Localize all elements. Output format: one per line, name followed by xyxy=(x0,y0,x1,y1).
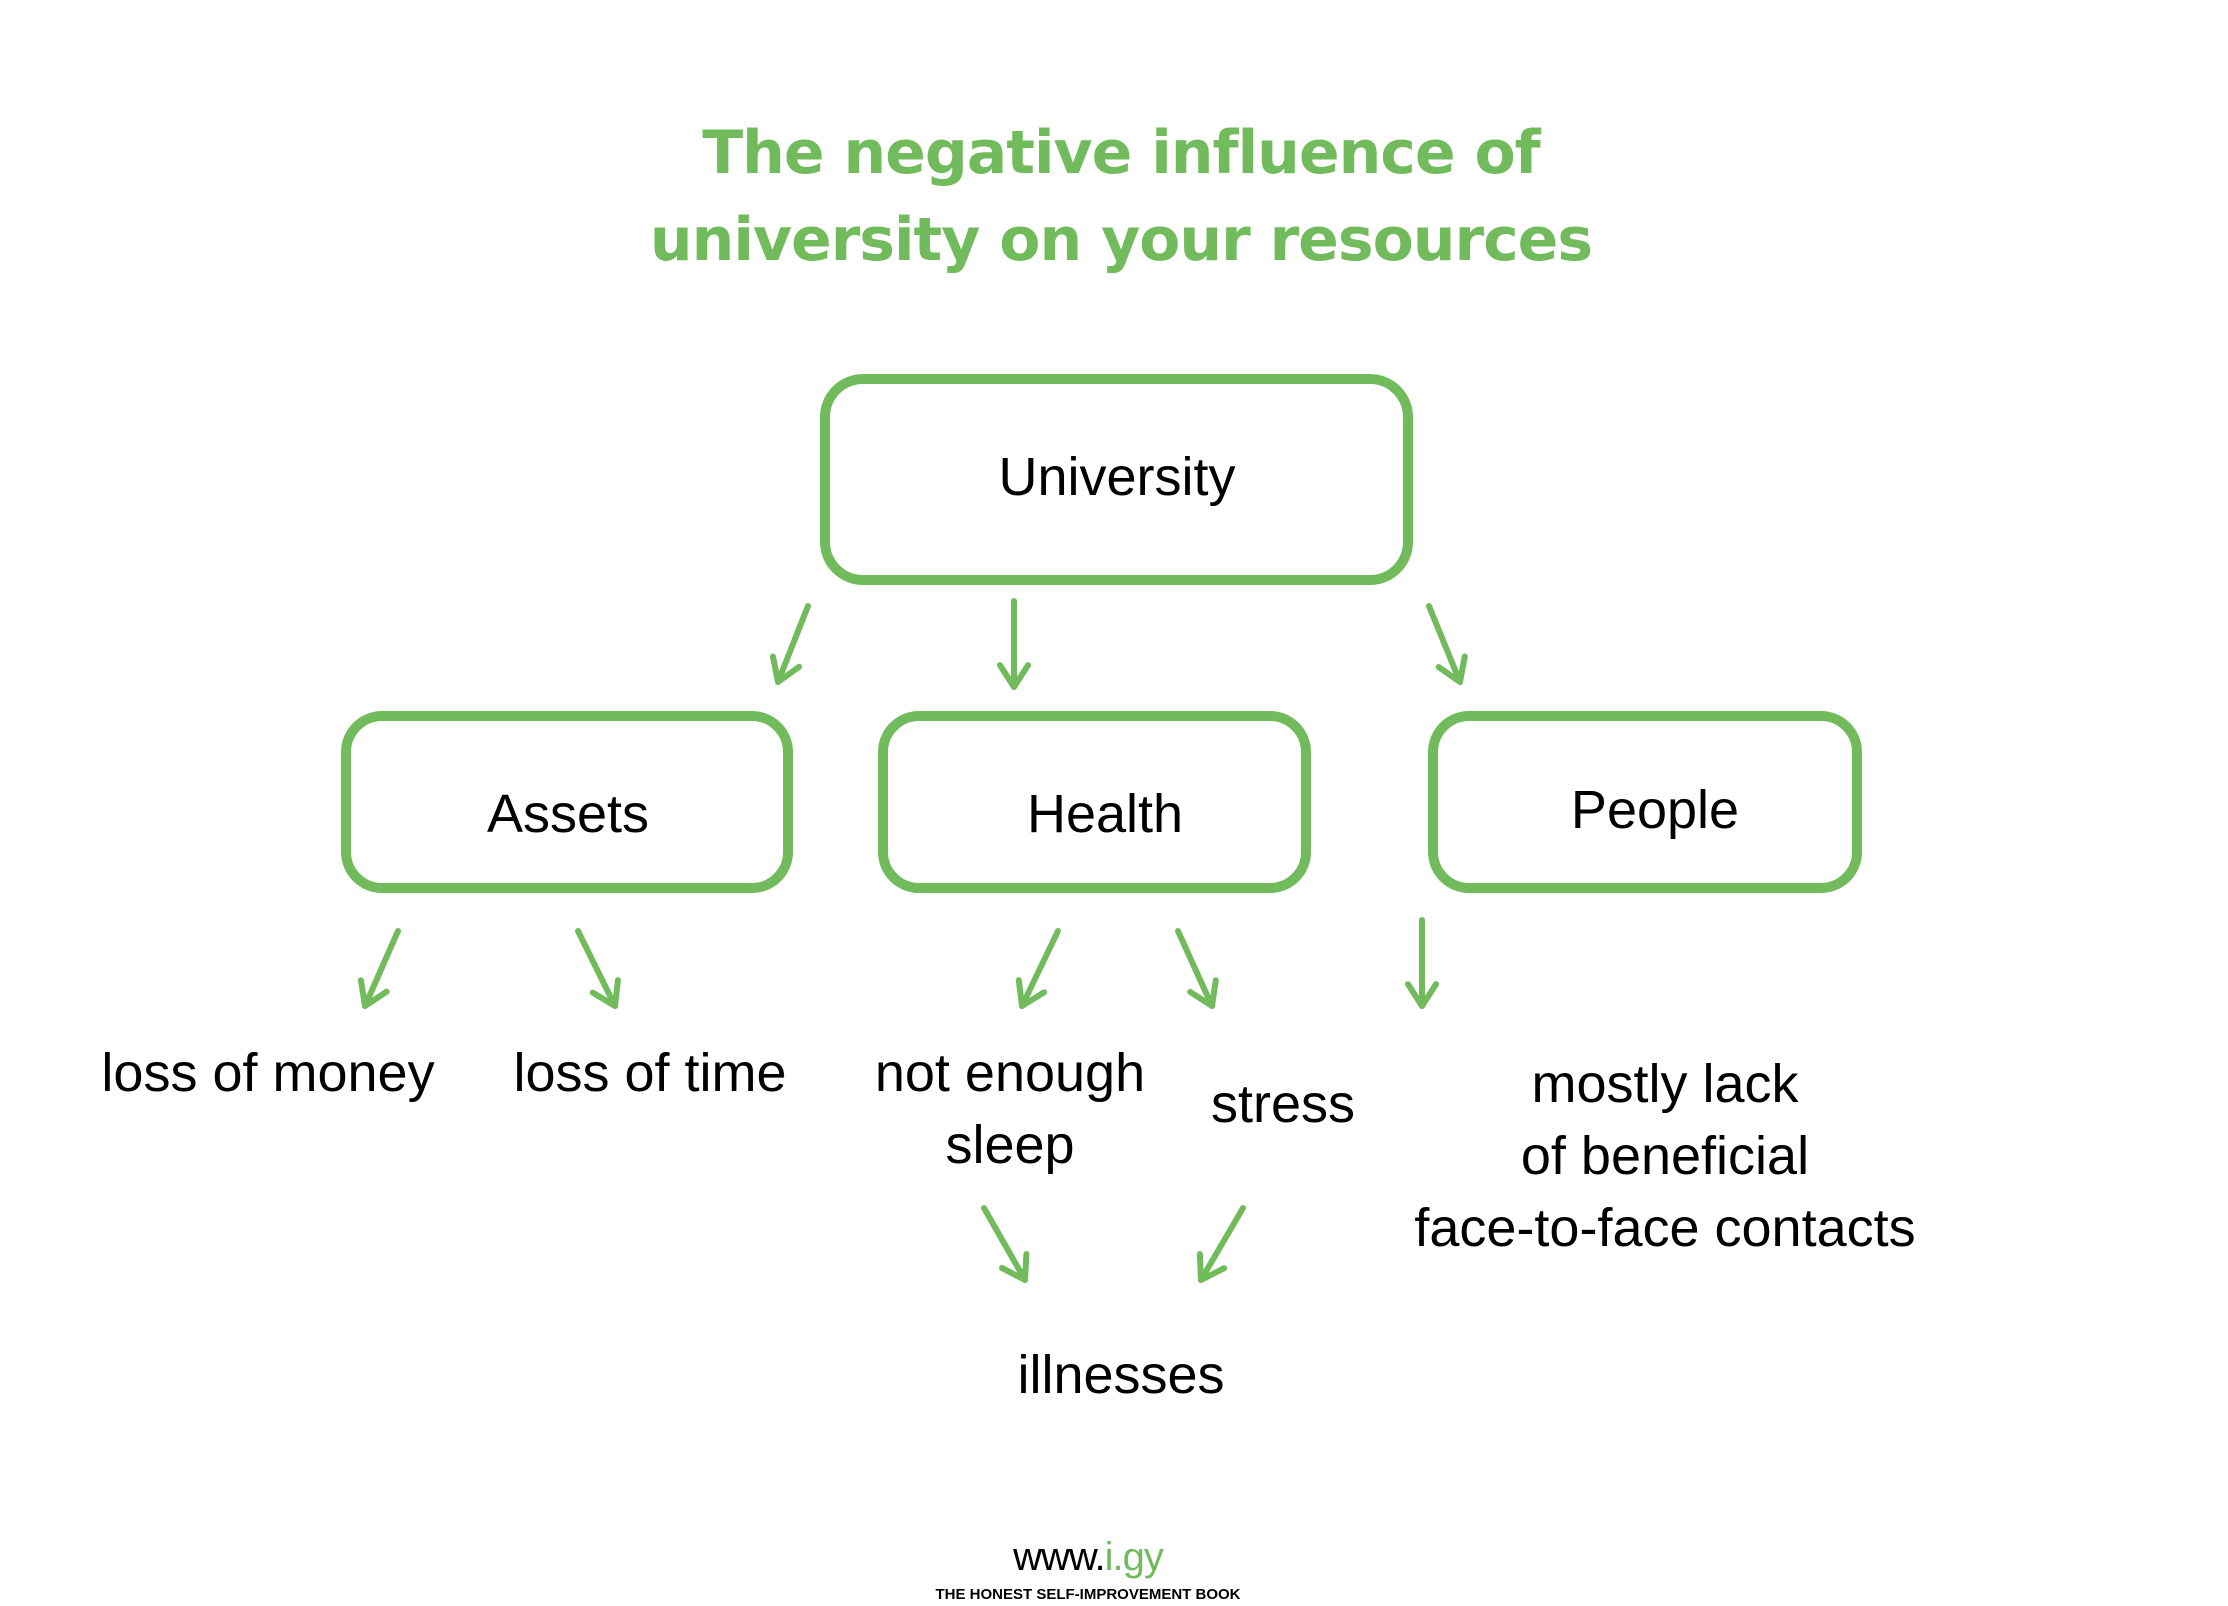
lack-of-contacts-line-3: face-to-face contacts xyxy=(1414,1198,1915,1258)
arrow-health-to-stress xyxy=(1175,928,1219,1009)
leaf-lack-of-contacts: mostly lack of beneficial face-to-face c… xyxy=(1414,1054,1915,1258)
arrow-head xyxy=(1015,977,1048,1009)
arrow-head xyxy=(1435,653,1468,685)
arrow-head xyxy=(1196,1251,1228,1283)
health-box xyxy=(878,711,1311,893)
health-label: Health xyxy=(1027,784,1183,844)
people-box xyxy=(1428,711,1862,893)
stress-label: stress xyxy=(1211,1074,1355,1134)
arrow-shaft xyxy=(1426,603,1463,685)
assets-box xyxy=(341,711,793,893)
arrow-shaft xyxy=(1175,928,1215,1009)
arrow-head xyxy=(998,1251,1030,1283)
arrow-head xyxy=(1187,977,1219,1009)
assets-label: Assets xyxy=(487,784,649,844)
arrow-head xyxy=(357,977,390,1009)
node-university: University xyxy=(820,374,1413,585)
arrow-people-to-lack-of-contacts xyxy=(1404,917,1440,1009)
tagline: THE HONEST SELF-IMPROVEMENT BOOK xyxy=(935,1586,1240,1603)
arrow-shaft xyxy=(575,928,618,1009)
url-prefix: www. xyxy=(1012,1535,1105,1579)
arrow-head xyxy=(769,653,803,685)
arrow-assets-to-loss-of-time xyxy=(575,928,621,1009)
leaf-loss-of-time: loss of time xyxy=(513,1043,786,1103)
leaf-illnesses: illnesses xyxy=(1017,1345,1224,1405)
university-box xyxy=(820,374,1413,585)
arrow-university-to-people xyxy=(1426,603,1468,685)
loss-of-money-label: loss of money xyxy=(101,1043,434,1103)
node-assets: Assets xyxy=(341,711,793,893)
university-label: University xyxy=(998,447,1235,507)
arrows xyxy=(357,598,1468,1283)
title-line-1: The negative influence of xyxy=(702,118,1541,188)
arrow-health-to-not-enough-sleep xyxy=(1015,928,1061,1009)
arrow-shaft xyxy=(362,928,401,1009)
not-enough-sleep-line-2: sleep xyxy=(945,1115,1074,1175)
node-people: People xyxy=(1428,711,1862,893)
leaf-not-enough-sleep: not enough sleep xyxy=(875,1043,1145,1175)
arrow-head xyxy=(996,662,1032,690)
leaf-stress: stress xyxy=(1211,1074,1355,1134)
illnesses-label: illnesses xyxy=(1017,1345,1224,1405)
url-brand: i.gy xyxy=(1105,1535,1164,1579)
title-line-2: university on your resources xyxy=(650,205,1592,275)
diagram-title: The negative influence of university on … xyxy=(650,118,1593,275)
lack-of-contacts-line-2: of beneficial xyxy=(1521,1126,1809,1186)
arrow-assets-to-loss-of-money xyxy=(357,928,401,1009)
arrow-sleep-to-illnesses xyxy=(981,1205,1030,1283)
arrow-university-to-health xyxy=(996,598,1032,690)
arrow-stress-to-illnesses xyxy=(1196,1205,1246,1283)
not-enough-sleep-line-1: not enough xyxy=(875,1043,1145,1103)
arrow-shaft xyxy=(1019,928,1061,1009)
arrow-shaft xyxy=(775,603,811,685)
loss-of-time-label: loss of time xyxy=(513,1043,786,1103)
arrow-head xyxy=(1404,981,1440,1009)
arrow-university-to-assets xyxy=(769,603,811,685)
people-label: People xyxy=(1571,780,1739,840)
arrow-head xyxy=(589,977,621,1009)
leaf-loss-of-money: loss of money xyxy=(101,1043,434,1103)
site-url[interactable]: www.i.gy xyxy=(1012,1535,1165,1579)
arrow-shaft xyxy=(981,1205,1028,1283)
node-health: Health xyxy=(878,711,1311,893)
lack-of-contacts-line-1: mostly lack xyxy=(1531,1054,1799,1114)
footer-logo: www.i.gy THE HONEST SELF-IMPROVEMENT BOO… xyxy=(935,1535,1240,1603)
arrow-shaft xyxy=(1198,1205,1246,1283)
